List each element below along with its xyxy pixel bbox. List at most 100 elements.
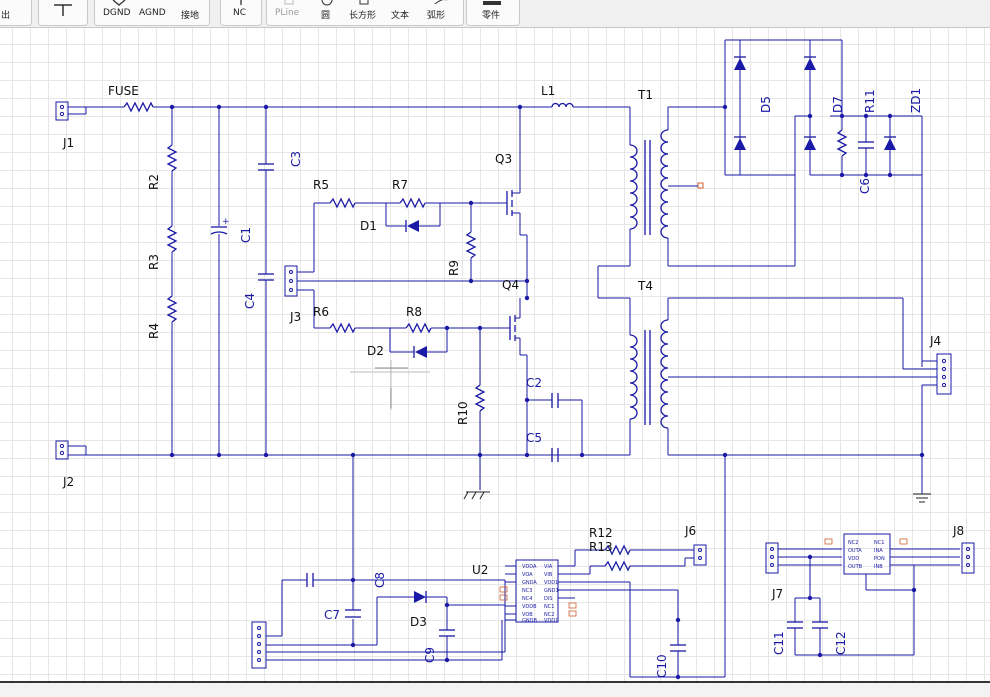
toolbar-label-dgnd[interactable]: DGND (103, 8, 131, 18)
toolbar-label-arc[interactable]: 弧形 (427, 11, 446, 21)
ref-r6: R6 (313, 305, 329, 319)
transformer-t1[interactable] (629, 107, 704, 266)
toolbar-label-rectangle[interactable]: 长方形 (349, 11, 377, 21)
ref-r7: R7 (392, 178, 408, 192)
ref-d5: D5 (759, 96, 773, 113)
ref-r10: R10 (456, 401, 470, 425)
resistor-r9[interactable] (465, 231, 477, 259)
selection-crosshair (350, 360, 430, 410)
toolbar-label-earth[interactable]: 接地 (181, 11, 200, 21)
resistor-r13[interactable] (604, 560, 631, 572)
toolbar-button-ground-group[interactable]: DGND AGND 接地 (94, 0, 210, 26)
toolbar-button-part[interactable]: 零件 (466, 0, 520, 26)
ref-d2: D2 (367, 344, 384, 358)
resistor-r2[interactable] (166, 144, 178, 172)
inductor-l1[interactable] (551, 102, 574, 108)
ref-r5: R5 (313, 178, 329, 192)
ref-c4: C4 (243, 293, 257, 309)
ref-c12: C12 (834, 631, 848, 655)
connector-j6[interactable] (693, 544, 707, 566)
drv-pin-right-3: PON (874, 556, 885, 562)
u2-pin-right-6: NC1 (544, 604, 554, 610)
u2-pin-right-5: DIS (544, 596, 553, 602)
ref-j2: J2 (62, 475, 74, 489)
ref-zd1: ZD1 (909, 88, 923, 113)
connector-j3[interactable] (284, 265, 298, 297)
no-connect-icon (240, 0, 242, 5)
diode-d5-upper[interactable] (734, 58, 746, 70)
ref-t4: T4 (637, 279, 653, 293)
resistor-r8[interactable] (405, 322, 432, 334)
u2-pin-left-1: VDDA (522, 564, 537, 570)
ref-c10: C10 (655, 654, 669, 678)
toolbar-label-part: 零件 (482, 11, 501, 21)
u2-pin-left-6: VDDB (522, 604, 537, 610)
ref-r9: R9 (447, 260, 461, 276)
status-bar (0, 681, 990, 697)
ref-c2: C2 (526, 376, 542, 390)
u2-pin-right-2: VIB (544, 572, 553, 578)
ref-c11: C11 (772, 631, 786, 655)
ref-r2: R2 (147, 174, 161, 190)
resistor-r10[interactable] (474, 384, 486, 412)
diode-d2[interactable] (415, 346, 427, 358)
toolbar-label-nc: NC (233, 8, 247, 18)
connector-j7[interactable] (765, 542, 779, 574)
ic-driver[interactable]: NC2 OUTA VDD OUTB NC1 INA PON INB (824, 533, 908, 575)
ic-u2[interactable]: VDDA VOA GNDA NC3 NC4 VDDB VOB GNDB VIA … (499, 559, 577, 624)
schematic-canvas[interactable]: J1 J2 FUSE L1 R2 R3 R4 + C1 C3 C4 J3 (0, 28, 990, 681)
connector-j8[interactable] (961, 542, 975, 574)
chassis-ground (463, 491, 490, 500)
toolbar-button-ground[interactable] (38, 0, 88, 26)
connector-j2[interactable] (55, 440, 87, 460)
u2-pin-right-4: GND1 (544, 588, 559, 594)
ground-symbol (913, 493, 931, 503)
toolbar-label-agnd[interactable]: AGND (139, 8, 166, 18)
shape-tools-icons (284, 0, 447, 6)
connector-j4[interactable] (936, 353, 952, 395)
diode-d5-lower[interactable] (734, 138, 746, 150)
ref-q4: Q4 (502, 278, 519, 292)
connector-j1[interactable] (55, 101, 87, 121)
ref-c7: C7 (324, 608, 340, 622)
resistor-r3[interactable] (166, 225, 178, 253)
fuse-resistor[interactable] (123, 101, 154, 113)
zener-zd1[interactable] (884, 138, 896, 150)
resistor-r11[interactable] (836, 129, 848, 157)
diode-d7-lower[interactable] (804, 138, 816, 150)
schematic-drawing: J1 J2 FUSE L1 R2 R3 R4 + C1 C3 C4 J3 (55, 39, 975, 680)
toolbar-label-circle[interactable]: 圆 (321, 11, 331, 21)
ref-r4: R4 (147, 323, 161, 339)
diode-d7-upper[interactable] (804, 58, 816, 70)
diode-d1[interactable] (407, 220, 419, 232)
resistor-r4[interactable] (166, 295, 178, 323)
mosfet-q3[interactable] (495, 107, 527, 236)
ref-c9: C9 (423, 647, 437, 663)
toolbar-label-pline[interactable]: PLine (275, 8, 300, 18)
ref-j3: J3 (289, 310, 301, 324)
resistor-r12[interactable] (604, 544, 631, 556)
ref-c6: C6 (858, 178, 872, 194)
resistor-r5[interactable] (329, 197, 356, 209)
diode-d3[interactable] (414, 591, 426, 603)
resistor-r6[interactable] (329, 322, 356, 334)
ref-j7: J7 (771, 587, 783, 601)
toolbar-label-text[interactable]: 文本 (391, 11, 410, 21)
u2-pin-right-7: NC2 (544, 612, 554, 618)
toolbar-button-export[interactable]: 出 (0, 0, 32, 26)
mosfet-q4[interactable] (497, 298, 527, 356)
u2-pin-left-2: VOA (522, 572, 533, 578)
ref-j6: J6 (684, 524, 696, 538)
transformer-t4[interactable] (629, 298, 669, 455)
ref-c5: C5 (526, 431, 542, 445)
u2-pin-right-8: VDD1 (544, 618, 558, 624)
toolbar-button-nc[interactable]: NC (220, 0, 262, 26)
ref-c1: C1 (239, 227, 253, 243)
connector-j5[interactable] (251, 621, 267, 669)
ref-t1: T1 (637, 88, 653, 102)
ref-l1: L1 (541, 84, 555, 98)
ref-r13: R13 (589, 540, 613, 554)
resistor-r7[interactable] (399, 197, 426, 209)
part-icon (483, 1, 501, 5)
toolbar-button-shapes[interactable]: PLine 圆 长方形 文本 弧形 (266, 0, 464, 26)
